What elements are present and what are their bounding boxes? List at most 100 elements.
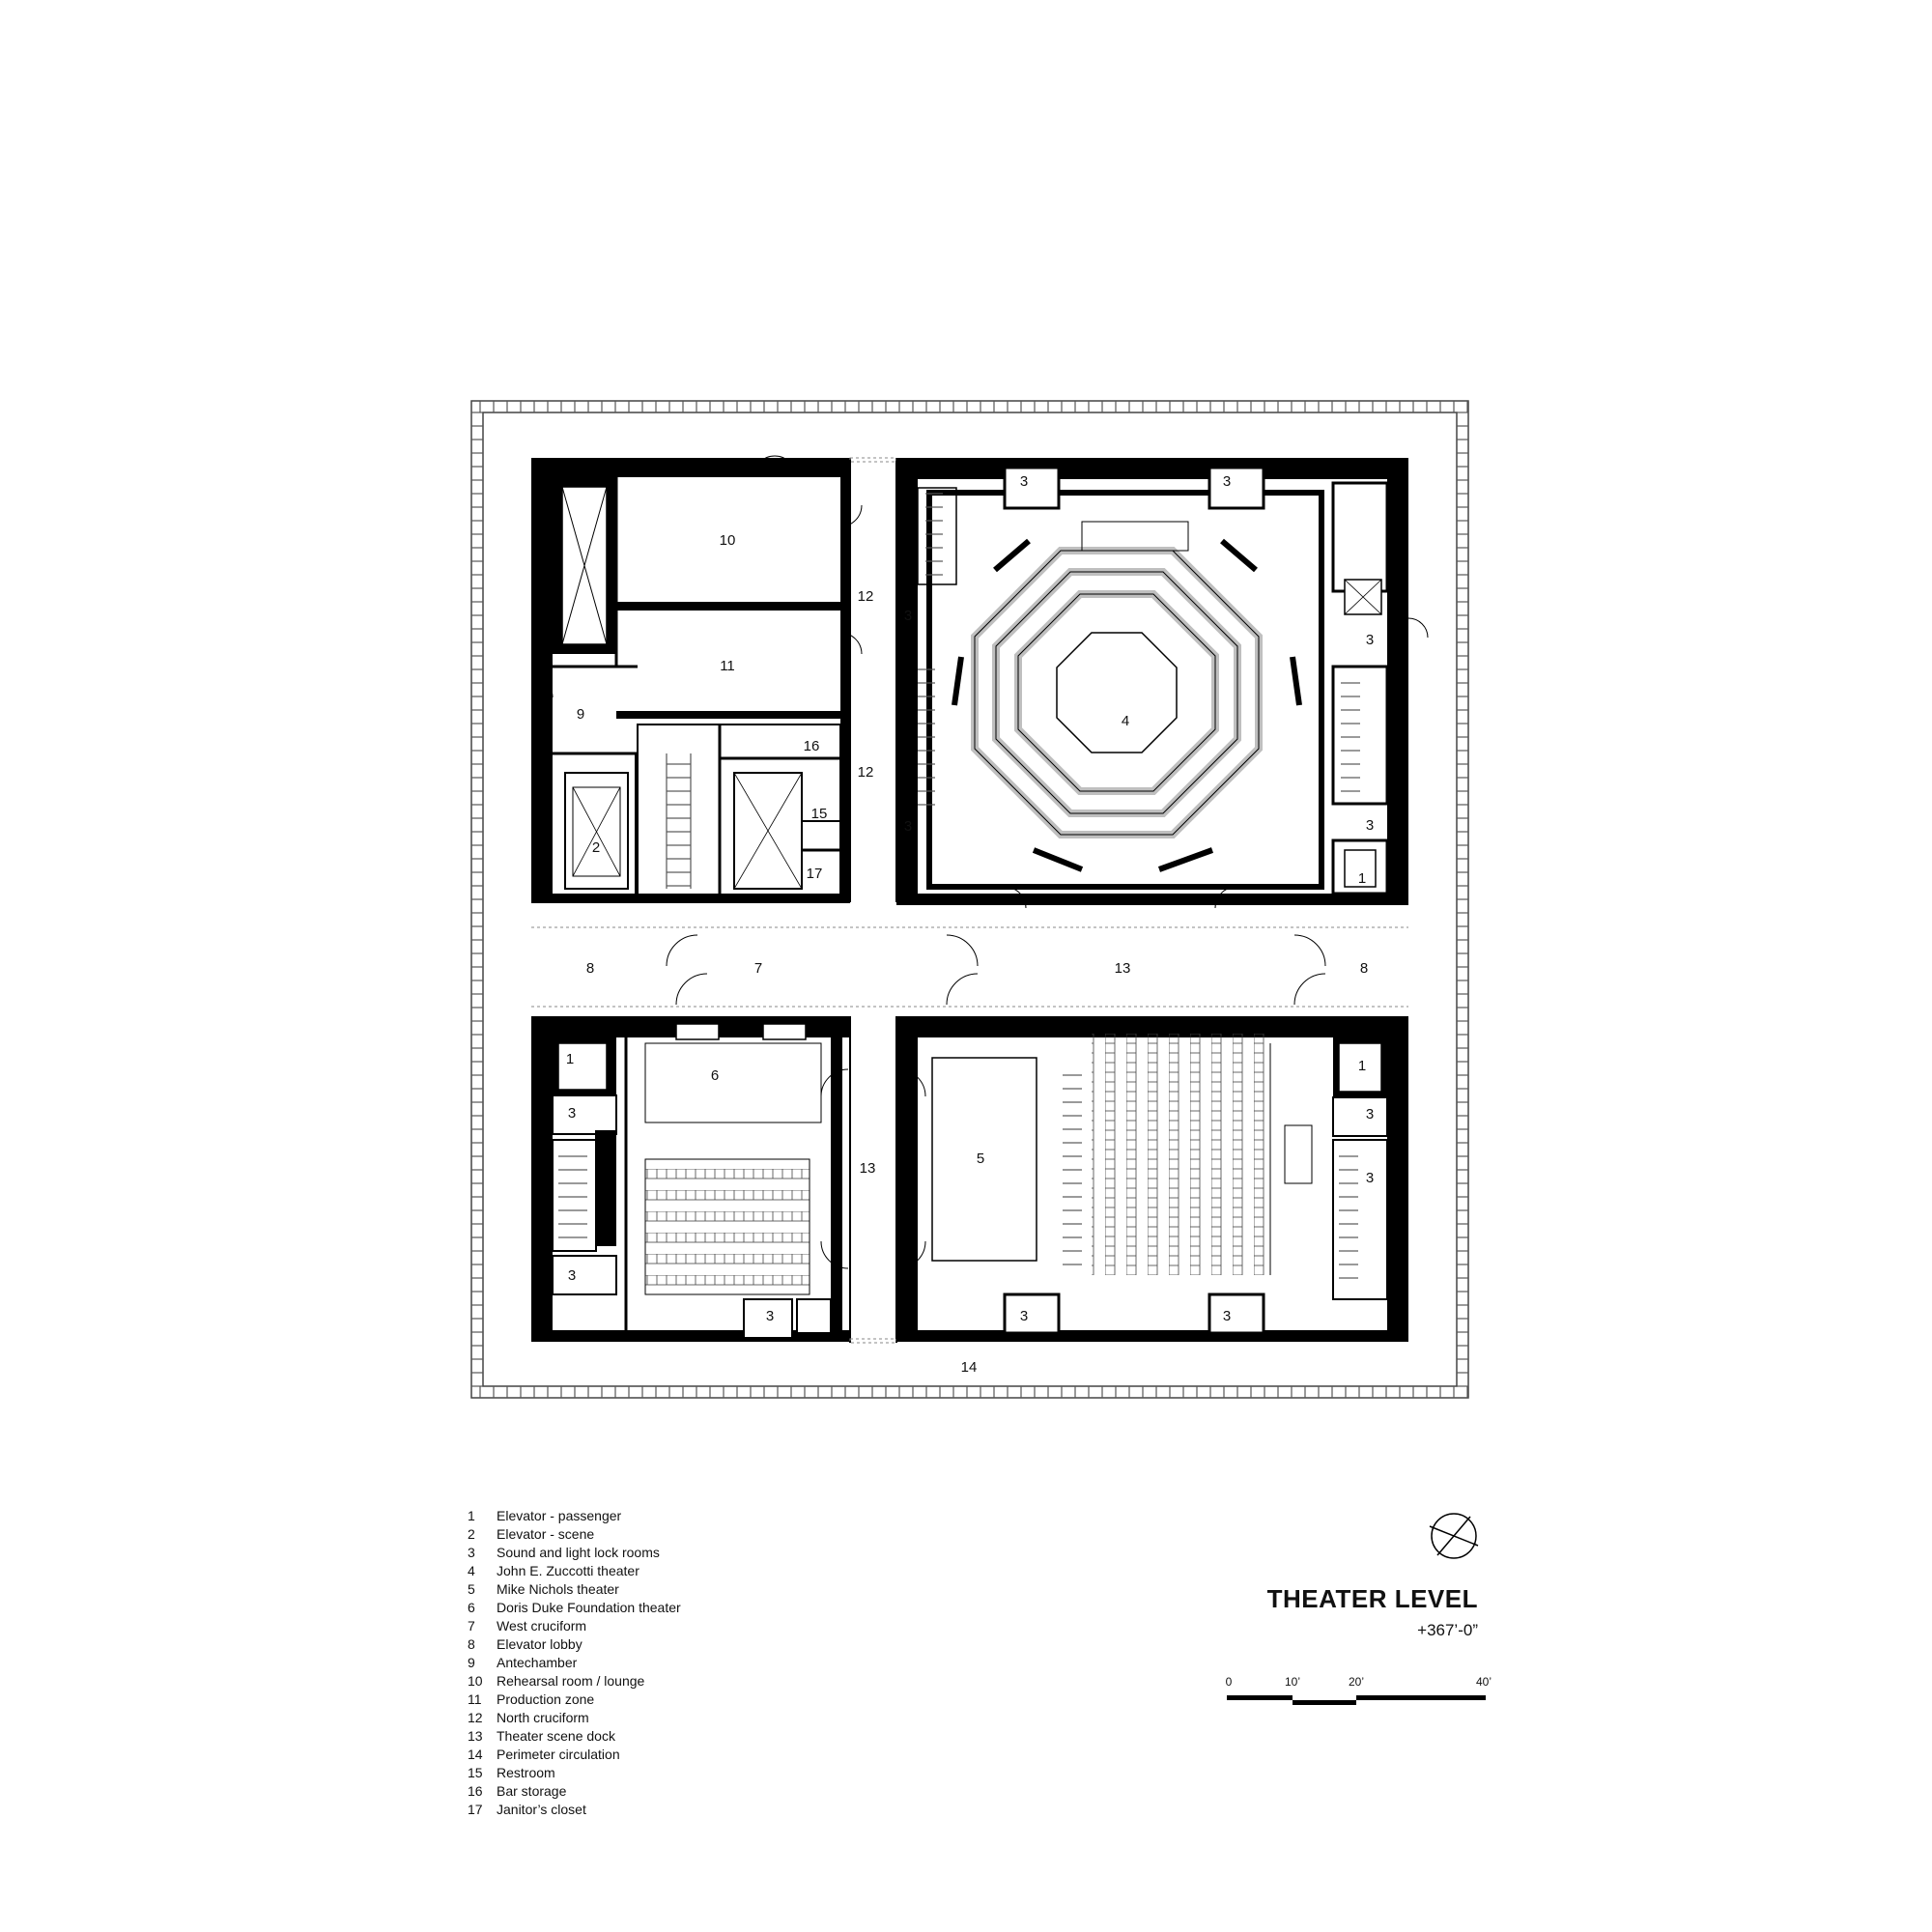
room-label-13-v: 13 xyxy=(860,1160,876,1177)
legend-item: 2 Elevator - scene xyxy=(468,1525,681,1544)
room-label-3-w1: 3 xyxy=(904,608,912,624)
legend-label: Production zone xyxy=(497,1691,595,1707)
legend-label: Sound and light lock rooms xyxy=(497,1545,660,1560)
room-label-2: 2 xyxy=(592,839,600,856)
legend-item: 5 Mike Nichols theater xyxy=(468,1580,681,1599)
legend-item: 3 Sound and light lock rooms xyxy=(468,1544,681,1562)
se-quadrant xyxy=(896,1016,1408,1342)
room-label-3-s2: 3 xyxy=(1223,1308,1231,1324)
room-label-17: 17 xyxy=(807,866,823,882)
scale-tick-10: 10’ xyxy=(1285,1675,1300,1689)
room-label-3-sw3: 3 xyxy=(766,1308,774,1324)
room-label-3-n1: 3 xyxy=(1020,473,1028,490)
legend-number: 14 xyxy=(468,1747,483,1762)
room-label-3-s1: 3 xyxy=(1020,1308,1028,1324)
legend-number: 12 xyxy=(468,1710,483,1725)
legend-label: Elevator - passenger xyxy=(497,1508,622,1523)
legend-number: 1 xyxy=(468,1508,475,1523)
legend-item: 6 Doris Duke Foundation theater xyxy=(468,1599,681,1617)
legend-item: 13 Theater scene dock xyxy=(468,1727,681,1746)
legend-item: 8 Elevator lobby xyxy=(468,1635,681,1654)
legend-label: Restroom xyxy=(497,1765,555,1780)
legend-item: 17 Janitor’s closet xyxy=(468,1801,681,1819)
legend-label: Mike Nichols theater xyxy=(497,1581,619,1597)
sw-quadrant xyxy=(531,1016,850,1342)
legend-item: 9 Antechamber xyxy=(468,1654,681,1672)
legend-item: 15 Restroom xyxy=(468,1764,681,1782)
north-cruciform xyxy=(849,457,897,902)
legend-label: John E. Zuccotti theater xyxy=(497,1563,639,1578)
room-label-12b: 12 xyxy=(858,764,874,781)
room-label-3-se2: 3 xyxy=(1366,1170,1374,1186)
legend-item: 4 John E. Zuccotti theater xyxy=(468,1562,681,1580)
legend-label: Elevator - scene xyxy=(497,1526,595,1542)
room-label-1-e: 1 xyxy=(1358,870,1366,887)
legend-item: 14 Perimeter circulation xyxy=(468,1746,681,1764)
legend-label: Janitor’s closet xyxy=(497,1802,586,1817)
room-label-6: 6 xyxy=(711,1067,719,1084)
room-label-7: 7 xyxy=(754,960,762,977)
room-label-8-e: 8 xyxy=(1360,960,1368,977)
room-label-16: 16 xyxy=(804,738,820,754)
north-arrow-icon xyxy=(1429,1513,1479,1559)
cross-corridor xyxy=(531,926,1408,1008)
room-label-3-e1: 3 xyxy=(1366,632,1374,648)
legend-number: 7 xyxy=(468,1618,475,1634)
room-label-5: 5 xyxy=(977,1151,984,1167)
legend-number: 5 xyxy=(468,1581,475,1597)
room-label-3-n2: 3 xyxy=(1223,473,1231,490)
room-label-4: 4 xyxy=(1122,713,1129,729)
room-label-3-w2: 3 xyxy=(904,818,912,835)
legend-label: West cruciform xyxy=(497,1618,587,1634)
legend-number: 10 xyxy=(468,1673,483,1689)
room-label-3-e2: 3 xyxy=(1366,817,1374,834)
room-label-3-se1: 3 xyxy=(1366,1106,1374,1122)
room-label-13-h: 13 xyxy=(1115,960,1131,977)
nw-quadrant xyxy=(530,455,863,903)
legend-item: 11 Production zone xyxy=(468,1690,681,1709)
room-label-12a: 12 xyxy=(858,588,874,605)
legend-label: Rehearsal room / lounge xyxy=(497,1673,645,1689)
room-labels: 10 11 9 2 16 15 17 12 12 4 3 3 3 3 3 3 1… xyxy=(566,473,1374,1376)
legend-number: 9 xyxy=(468,1655,475,1670)
facade xyxy=(470,400,1469,1399)
legend-number: 8 xyxy=(468,1636,475,1652)
ne-quadrant xyxy=(896,458,1429,909)
legend-label: Doris Duke Foundation theater xyxy=(497,1600,681,1615)
plan-elevation: +367’-0” xyxy=(1417,1621,1478,1639)
scale-tick-20: 20’ xyxy=(1349,1675,1364,1689)
room-label-11: 11 xyxy=(720,658,735,674)
legend-number: 16 xyxy=(468,1783,483,1799)
legend-number: 2 xyxy=(468,1526,475,1542)
legend-label: Theater scene dock xyxy=(497,1728,615,1744)
legend-item: 16 Bar storage xyxy=(468,1782,681,1801)
room-label-15: 15 xyxy=(811,806,828,822)
room-label-14: 14 xyxy=(961,1359,978,1376)
legend-number: 13 xyxy=(468,1728,483,1744)
legend-label: Perimeter circulation xyxy=(497,1747,620,1762)
legend-label: Antechamber xyxy=(497,1655,578,1670)
room-label-8-w: 8 xyxy=(586,960,594,977)
legend-number: 17 xyxy=(468,1802,483,1817)
scale-bar: 0 10’ 20’ 40’ xyxy=(1226,1675,1492,1705)
room-label-3-sw1: 3 xyxy=(568,1105,576,1122)
legend-label: Elevator lobby xyxy=(497,1636,582,1652)
legend-label: North cruciform xyxy=(497,1710,589,1725)
legend-number: 4 xyxy=(468,1563,475,1578)
room-label-3-sw2: 3 xyxy=(568,1267,576,1284)
legend-item: 12 North cruciform xyxy=(468,1709,681,1727)
legend-number: 6 xyxy=(468,1600,475,1615)
legend-item: 7 West cruciform xyxy=(468,1617,681,1635)
legend-item: 10 Rehearsal room / lounge xyxy=(468,1672,681,1690)
scale-tick-0: 0 xyxy=(1226,1675,1233,1689)
legend-item: 1 Elevator - passenger xyxy=(468,1507,681,1525)
legend-label: Bar storage xyxy=(497,1783,567,1799)
legend-number: 11 xyxy=(468,1691,482,1707)
legend: 1 Elevator - passenger 2 Elevator - scene 3 S… xyxy=(468,1507,681,1819)
legend-number: 15 xyxy=(468,1765,483,1780)
room-label-9: 9 xyxy=(577,706,584,723)
room-label-1-se: 1 xyxy=(1358,1058,1366,1074)
plan-title: THEATER LEVEL xyxy=(1266,1584,1478,1613)
legend-number: 3 xyxy=(468,1545,475,1560)
